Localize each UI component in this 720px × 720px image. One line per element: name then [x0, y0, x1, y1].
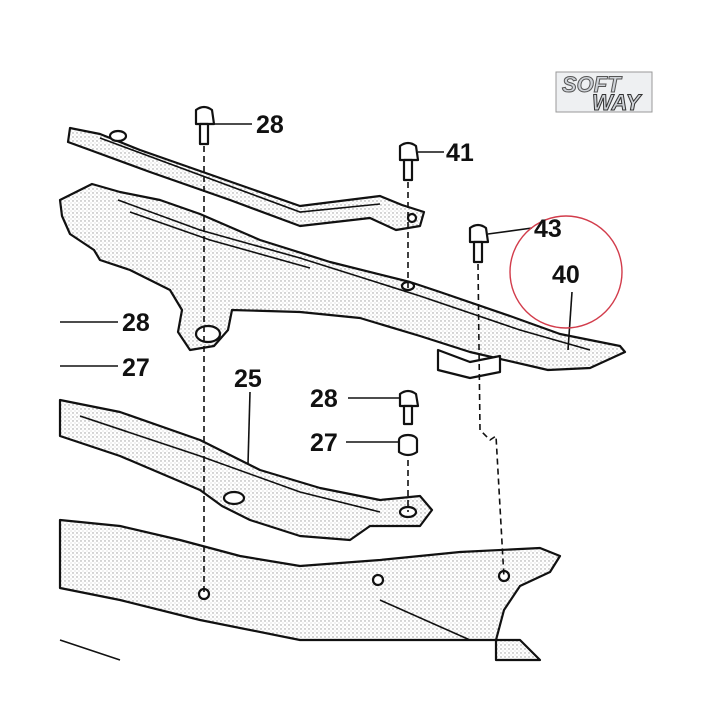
bolt-43: [468, 223, 490, 264]
leader-43: [487, 227, 533, 235]
bolt-28-mid: [398, 389, 420, 426]
chain-guide-40: [58, 182, 627, 380]
bolt-41: [398, 141, 420, 182]
softway-logo: SOFT WAY: [555, 71, 653, 116]
callout-43: 43: [534, 215, 562, 243]
base-plate: [58, 518, 562, 662]
callout-41: 41: [446, 139, 474, 167]
callout-27-mid: 27: [310, 429, 338, 457]
callout-40: 40: [552, 261, 580, 289]
callout-28-top: 28: [256, 111, 284, 139]
highlight-circle-40: [509, 215, 623, 329]
lower-rail-25: [58, 398, 434, 542]
callout-25: 25: [234, 365, 262, 393]
bushing-27: [397, 433, 419, 457]
logo-line1: SOFT: [562, 72, 622, 97]
axis-43: [477, 263, 505, 579]
callout-28-mid: 28: [310, 385, 338, 413]
logo-line2: WAY: [592, 90, 643, 115]
leader-25: [247, 391, 251, 465]
leader-40: [567, 291, 573, 351]
bolt-28-top: [194, 105, 216, 146]
callout-28-left: 28: [122, 309, 150, 337]
upper-rail: [66, 126, 426, 232]
callout-27-left: 27: [122, 354, 150, 382]
